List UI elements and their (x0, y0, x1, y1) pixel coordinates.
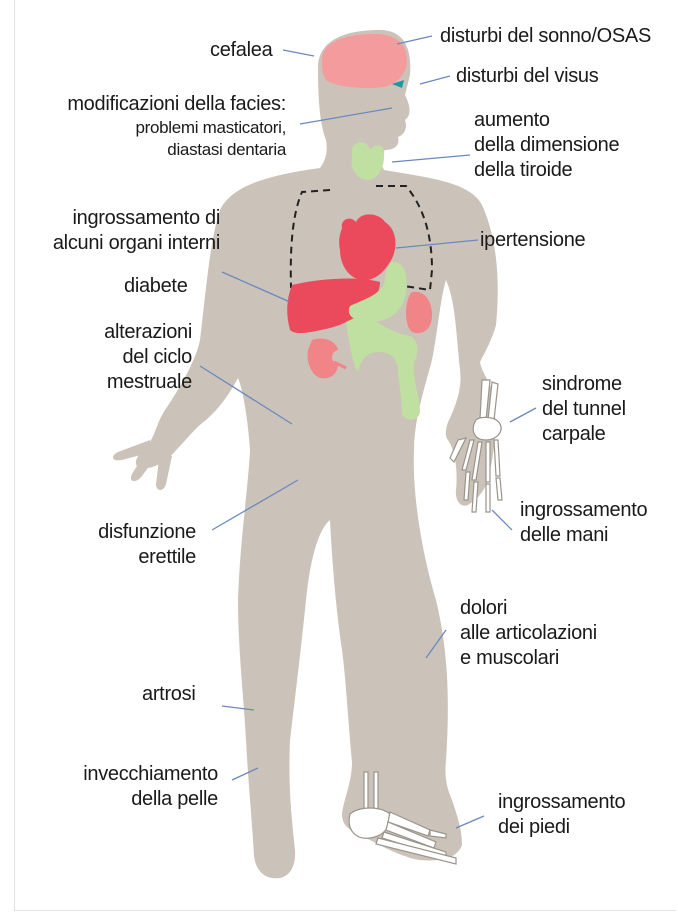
label-organi-line2: alcuni organi interni (30, 231, 220, 256)
label-piedi: ingrossamento dei piedi (498, 790, 625, 840)
label-tunnel: sindrome del tunnel carpale (542, 372, 626, 447)
label-articolazioni: dolori alle articolazioni e muscolari (460, 596, 597, 671)
label-facies-line3: diastasi dentaria (26, 139, 286, 161)
label-erettile-line2: erettile (60, 545, 196, 570)
label-erettile: disfunzione erettile (60, 520, 196, 570)
label-cefalea: cefalea (210, 38, 272, 63)
label-pelle-line1: invecchiamento (50, 762, 218, 787)
label-facies-line2: problemi masticatori, (26, 117, 286, 139)
label-pelle: invecchiamento della pelle (50, 762, 218, 812)
label-visus: disturbi del visus (456, 64, 598, 89)
label-piedi-line1: ingrossamento (498, 790, 625, 815)
label-tiroide-line3: della tiroide (474, 158, 619, 183)
leader-visus (420, 76, 450, 84)
label-mani-line1: ingrossamento (520, 498, 647, 523)
label-organi: ingrossamento di alcuni organi interni (30, 206, 220, 256)
label-pelle-line2: della pelle (50, 787, 218, 812)
label-articolazioni-line1: dolori (460, 596, 597, 621)
label-facies: modificazioni della facies: problemi mas… (26, 92, 286, 161)
label-ciclo: alterazioni del ciclo mestruale (40, 320, 192, 395)
label-tiroide-line2: della dimensione (474, 133, 619, 158)
brain (322, 34, 407, 88)
label-tunnel-line3: carpale (542, 422, 626, 447)
leader-cefalea (283, 50, 314, 56)
label-organi-line1: ingrossamento di (30, 206, 220, 231)
leader-tiroide (392, 155, 470, 162)
label-ciclo-line1: alterazioni (40, 320, 192, 345)
label-tunnel-line1: sindrome (542, 372, 626, 397)
label-artrosi: artrosi (142, 682, 195, 707)
label-ipertensione: ipertensione (480, 228, 585, 253)
label-facies-line1: modificazioni della facies: (26, 92, 286, 117)
leader-mani (492, 510, 512, 530)
leader-tunnel (510, 408, 536, 422)
label-tiroide-line1: aumento (474, 108, 619, 133)
label-diabete: diabete (124, 274, 188, 299)
label-sonno: disturbi del sonno/OSAS (440, 24, 651, 49)
label-mani: ingrossamento delle mani (520, 498, 647, 548)
label-articolazioni-line3: e muscolari (460, 646, 597, 671)
label-piedi-line2: dei piedi (498, 815, 625, 840)
label-mani-line2: delle mani (520, 523, 647, 548)
label-ciclo-line2: del ciclo (40, 345, 192, 370)
label-tunnel-line2: del tunnel (542, 397, 626, 422)
label-erettile-line1: disfunzione (60, 520, 196, 545)
label-articolazioni-line2: alle articolazioni (460, 621, 597, 646)
leader-piedi (456, 816, 484, 828)
label-tiroide: aumento della dimensione della tiroide (474, 108, 619, 183)
label-ciclo-line3: mestruale (40, 370, 192, 395)
